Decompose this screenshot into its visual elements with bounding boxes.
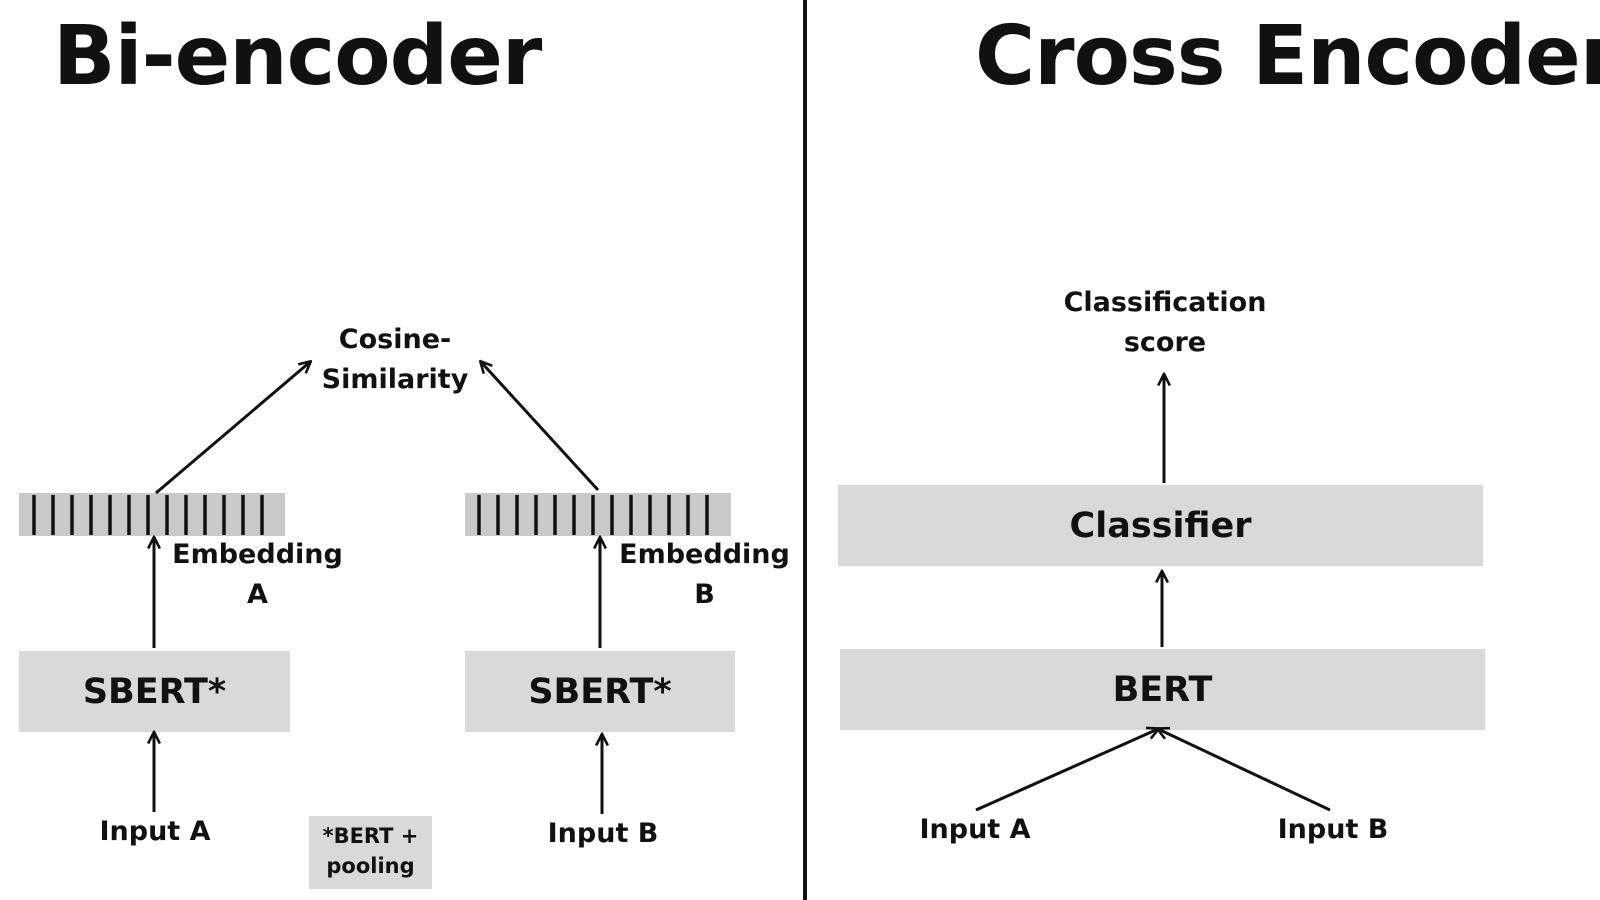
embedding-a-line1: Embedding: [172, 539, 343, 570]
bert-box: BERT: [840, 649, 1485, 730]
cosine-similarity-label: Cosine- Similarity: [305, 320, 485, 400]
arrow-input-b-to-bert: [1158, 729, 1331, 812]
sbert-footnote-line2: pooling: [326, 854, 415, 878]
cosine-similarity-line2: Similarity: [321, 364, 469, 395]
cross-input-b-label: Input B: [1277, 814, 1389, 845]
sbert-b-box: SBERT*: [465, 651, 735, 732]
cosine-similarity-line1: Cosine-: [338, 324, 452, 355]
classification-score-label: Classification score: [1045, 283, 1285, 363]
sbert-a-box: SBERT*: [19, 651, 290, 732]
arrow-embedding-b-to-similarity: [481, 362, 600, 492]
classifier-box: Classifier: [838, 485, 1483, 566]
embedding-a-vector: [19, 493, 285, 536]
embedding-b-ticks: [477, 495, 709, 535]
bi-input-a-label: Input A: [99, 816, 211, 847]
embedding-b-line1: Embedding: [619, 539, 790, 570]
panel-divider: [803, 0, 807, 900]
embedding-a-line2: A: [247, 579, 268, 610]
arrow-input-a-to-bert: [975, 729, 1158, 812]
sbert-footnote-line1: *BERT +: [322, 824, 419, 848]
bi-encoder-title: Bi-encoder: [53, 9, 542, 104]
cross-input-a-label: Input A: [919, 814, 1031, 845]
classification-score-line1: Classification: [1063, 287, 1267, 318]
cross-encoder-title: Cross Encoder: [975, 9, 1600, 104]
embedding-b-line2: B: [694, 579, 715, 610]
arrow-embedding-a-to-similarity: [155, 362, 310, 495]
bi-input-b-label: Input B: [547, 818, 659, 849]
classification-score-line2: score: [1123, 327, 1207, 358]
embedding-a-ticks: [32, 495, 264, 535]
embedding-b-label: Embedding B: [617, 535, 792, 615]
sbert-footnote: *BERT + pooling: [309, 816, 432, 889]
embedding-a-label: Embedding A: [170, 535, 345, 615]
